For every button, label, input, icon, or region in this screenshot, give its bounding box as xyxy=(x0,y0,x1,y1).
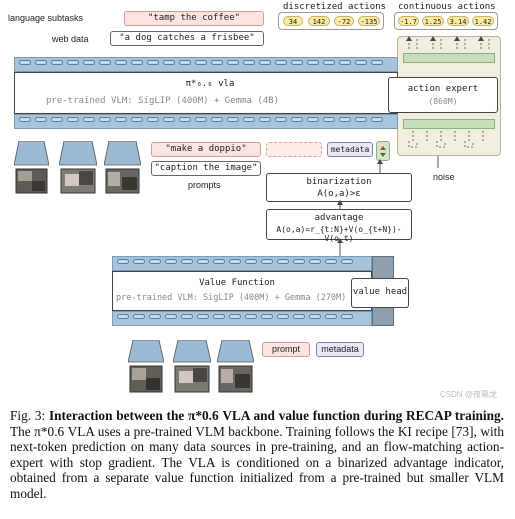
continuous-value: -1.7 xyxy=(398,16,419,26)
action-expert-token-strip xyxy=(403,53,495,63)
flow-arrows xyxy=(337,156,439,258)
vla-title: π*₀.₆ vla xyxy=(185,79,235,89)
vf-token-strip-top xyxy=(112,256,372,271)
action-expert-box xyxy=(388,77,498,113)
camera-image xyxy=(127,339,165,394)
advantage-indicator xyxy=(376,141,390,161)
advantage-box xyxy=(266,209,412,240)
vf-token-strip-bottom xyxy=(112,311,372,326)
binarization-title: binarization xyxy=(306,177,372,187)
camera-image xyxy=(172,339,212,394)
continuous-value: 1.25 xyxy=(422,16,444,26)
discretized-actions-label: discretized actions xyxy=(283,2,386,12)
discretized-value: 142 xyxy=(308,16,330,26)
binarization-box xyxy=(266,173,412,202)
vla-subtitle: pre-trained VLM: SigLIP (400M) + Gemma (… xyxy=(46,96,279,106)
advantage-formula: A(o,a)=r_{t:N}+V(o_{t+N})-V(o_t) xyxy=(276,225,402,243)
continuous-value: 1.42 xyxy=(472,16,494,26)
action-expert-token-strip xyxy=(403,119,495,129)
prompt-pill-vf: prompt xyxy=(262,342,310,357)
action-expert-arrows xyxy=(406,36,490,148)
value-function-subtitle: pre-trained VLM: SigLIP (400M) + Gemma (… xyxy=(116,293,347,303)
value-head-label: value head xyxy=(352,287,408,297)
value-head-box xyxy=(351,278,409,308)
discretized-actions-box xyxy=(278,12,384,30)
noise-label: noise xyxy=(433,172,455,182)
camera-image xyxy=(216,339,255,394)
caption-fig-label: Fig. 3: xyxy=(10,408,49,423)
caption-bold: Interaction between the π*0.6 VLA and va… xyxy=(48,408,504,423)
continuous-value: 3.14 xyxy=(447,16,469,26)
camera-image xyxy=(13,140,50,195)
discretized-value: -135 xyxy=(358,16,380,26)
watermark: CSDN @夜幕龙 xyxy=(440,390,498,399)
language-subtasks-label: language subtasks xyxy=(8,13,84,23)
figure-caption: Fig. 3: Interaction between the π*0.6 VL… xyxy=(10,408,504,502)
value-function-title: Value Function xyxy=(199,278,275,288)
continuous-actions-box xyxy=(394,12,498,30)
metadata-pill-vla: metadata xyxy=(327,142,373,157)
discretized-value: 34 xyxy=(283,16,303,26)
web-data-label: web data xyxy=(52,34,89,44)
web-data-pill: "a dog catches a frisbee" xyxy=(110,31,264,46)
camera-image xyxy=(103,140,142,195)
language-subtask-pill: "tamp the coffee" xyxy=(124,11,264,26)
placeholder-prompt xyxy=(266,142,322,157)
advantage-title: advantage xyxy=(314,213,364,223)
camera-image xyxy=(58,140,98,195)
discretized-value: -72 xyxy=(334,16,354,26)
action-expert-title: action expert xyxy=(407,84,479,94)
action-expert-sub: (860M) xyxy=(428,97,458,106)
continuous-actions-label: continuous actions xyxy=(398,2,496,12)
value-function-block xyxy=(112,271,372,311)
binarization-formula: A(o,a)>ε xyxy=(317,189,361,199)
vla-block xyxy=(14,72,398,114)
prompt-caption-image: "caption the image" xyxy=(151,161,261,176)
prompt-make-doppio: "make a doppio" xyxy=(151,142,261,157)
caption-body: The π*0.6 VLA uses a pre-trained VLM bac… xyxy=(10,423,504,501)
vla-token-strip-bottom xyxy=(14,114,398,129)
prompts-label: prompts xyxy=(188,180,221,190)
vla-token-strip-top xyxy=(14,57,398,72)
metadata-pill-vf: metadata xyxy=(316,342,364,357)
